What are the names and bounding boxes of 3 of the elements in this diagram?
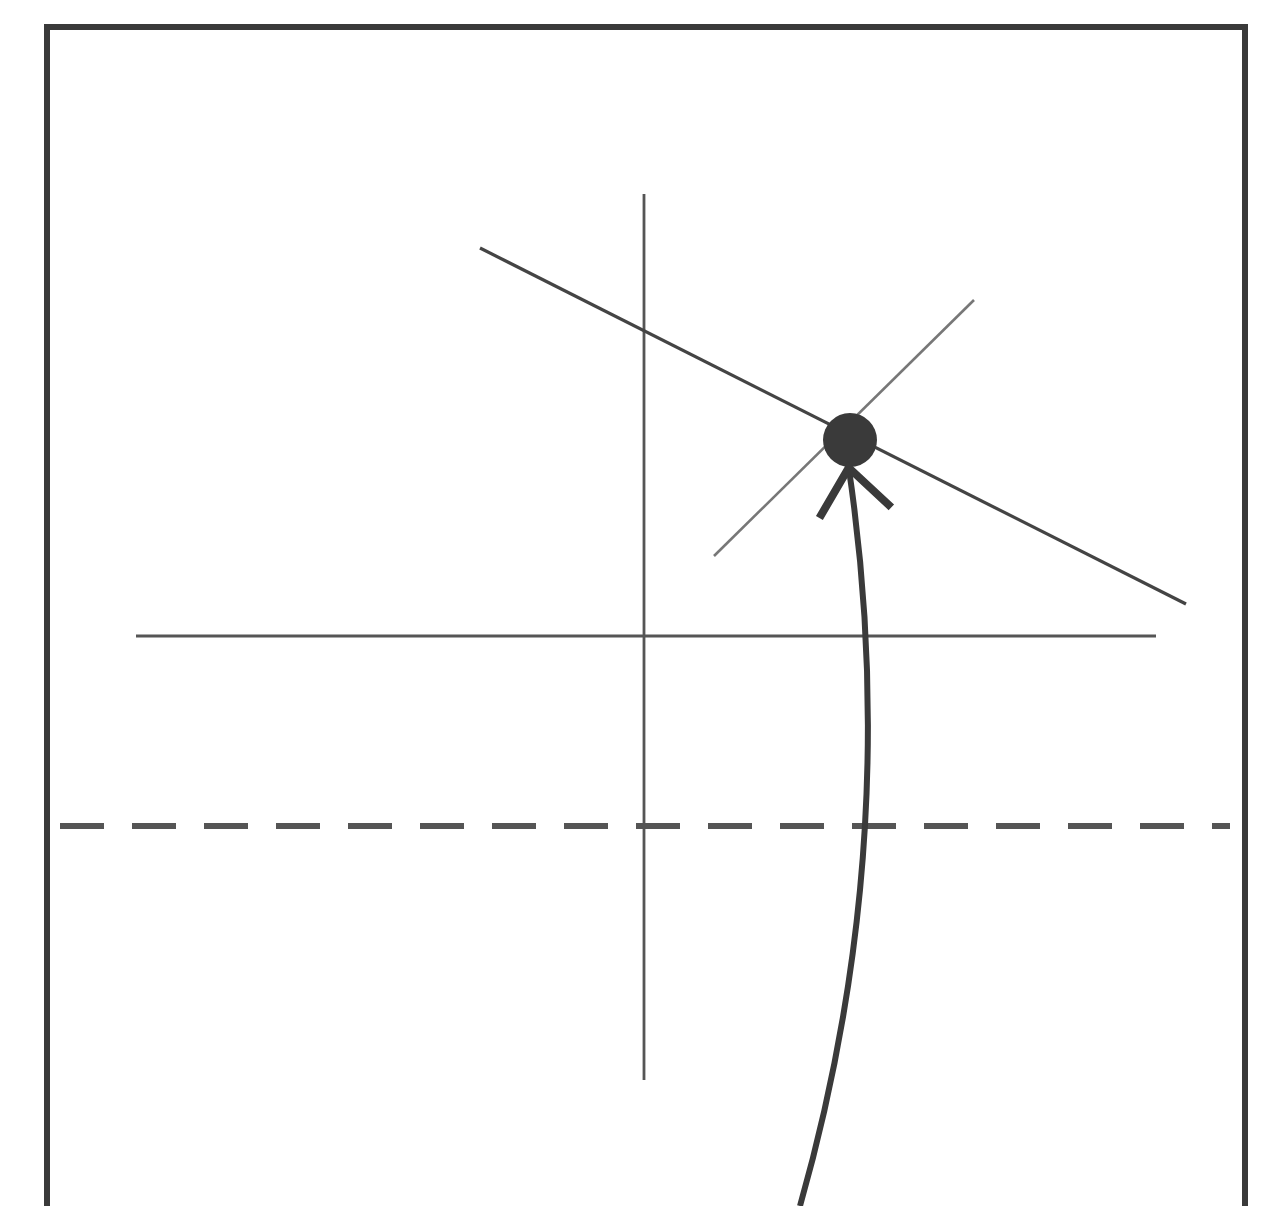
curved-arrow [797, 463, 895, 1206]
reference-dot [822, 412, 878, 468]
paper-square [44, 24, 1248, 1206]
